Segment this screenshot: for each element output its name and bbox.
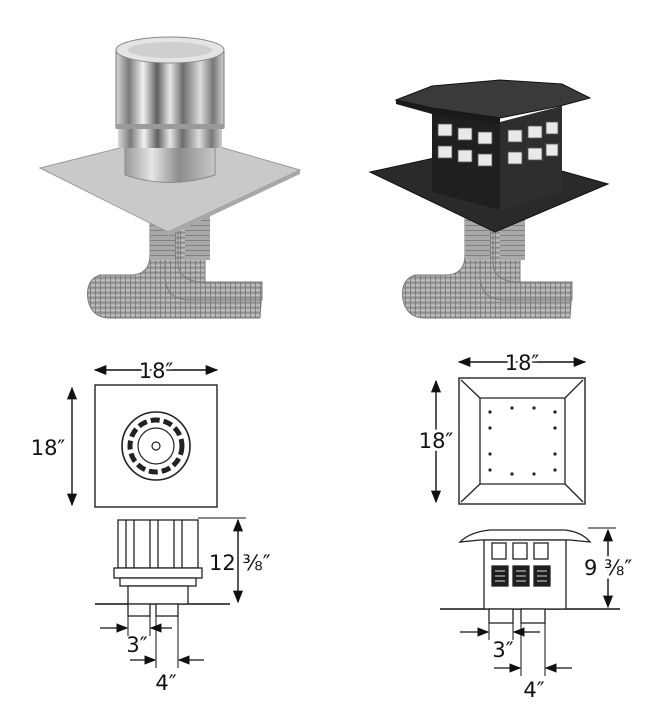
plan-a-width-label: 18″ bbox=[139, 359, 174, 383]
cap-b-elevation bbox=[458, 529, 592, 624]
elevation-view-b: 9 ⅜″ 3″ 4″ bbox=[440, 527, 635, 702]
elevation-b-height-label: 9 ⅜″ bbox=[584, 556, 632, 580]
termination-b-illustration bbox=[368, 79, 610, 319]
cap-a-plan bbox=[121, 411, 191, 481]
plan-b-width-label: 18″ bbox=[505, 351, 540, 375]
termination-a-illustration bbox=[38, 36, 302, 319]
cap-b bbox=[394, 79, 592, 210]
plan-view-b: 18″ 18″ bbox=[416, 348, 587, 505]
elevation-view-a: 12 ⅜″ 3″ 4″ bbox=[95, 517, 274, 695]
plan-a-depth-label: 18″ bbox=[31, 436, 66, 460]
elevation-a-outer-pipe-label: 4″ bbox=[155, 671, 176, 695]
cap-b-plan bbox=[460, 379, 584, 503]
cap-a-elevation bbox=[113, 519, 203, 617]
cap-b-plan-vents bbox=[488, 406, 557, 476]
elevation-a-height-label: 12 ⅜″ bbox=[209, 551, 271, 575]
elevation-b-outer-pipe-label: 4″ bbox=[523, 678, 544, 702]
plan-b-depth-label: 18″ bbox=[419, 429, 454, 453]
cap-a bbox=[115, 36, 225, 183]
elevation-b-inner-pipe-label: 3″ bbox=[492, 638, 513, 662]
plan-view-a: 18″ 18″ bbox=[28, 356, 219, 508]
louvres-b bbox=[437, 121, 559, 167]
elevation-a-inner-pipe-label: 3″ bbox=[126, 633, 147, 657]
